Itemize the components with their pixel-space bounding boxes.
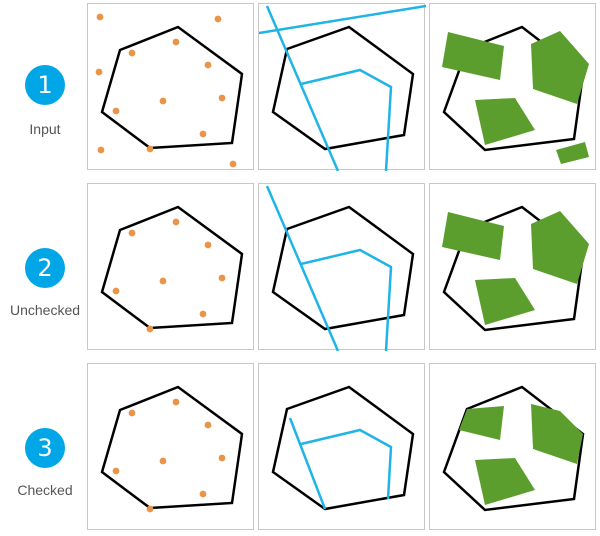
point-marker: [112, 107, 120, 115]
bent-line: [300, 248, 393, 351]
polygon-rectangle: [442, 212, 504, 260]
polygon-rectangle-clipped: [459, 406, 504, 440]
clip-polygon: [100, 385, 244, 510]
point-marker: [96, 13, 104, 21]
points-layer: [112, 398, 226, 513]
point-marker: [159, 457, 167, 465]
panel-input-lines: [258, 3, 426, 171]
clipped-bent-line: [300, 428, 393, 500]
point-marker: [218, 94, 226, 102]
polygon-small: [556, 142, 589, 164]
point-marker: [172, 38, 180, 46]
clip-polygon: [442, 385, 585, 512]
point-marker: [172, 218, 180, 226]
point-marker: [204, 241, 212, 249]
clip-polygon: [271, 385, 415, 511]
step-1-badge: 1: [25, 65, 65, 105]
clip-polygon: [442, 205, 585, 332]
polygon-pentagon: [531, 31, 589, 104]
clip-polygon: [271, 205, 415, 331]
long-line: [259, 4, 426, 35]
row-2-label: Unchecked: [9, 302, 81, 318]
clip-polygon: [100, 25, 244, 150]
panel-input-points: [87, 3, 254, 170]
clip-polygon: [100, 205, 244, 330]
diagonal-line: [265, 5, 340, 171]
point-marker: [128, 49, 136, 57]
point-marker: [229, 160, 237, 168]
point-marker: [112, 467, 120, 475]
point-marker: [146, 145, 154, 153]
point-marker: [95, 68, 103, 76]
point-marker: [214, 15, 222, 23]
clipped-diagonal-line: [288, 417, 327, 510]
diagonal-line: [265, 185, 340, 351]
point-marker: [199, 490, 207, 498]
point-marker: [146, 505, 154, 513]
clip-polygon: [271, 25, 415, 151]
panel-unchecked-polygons: [429, 183, 596, 350]
point-marker: [199, 130, 207, 138]
polygon-rectangle: [442, 32, 504, 80]
point-marker: [159, 97, 167, 105]
point-marker: [218, 274, 226, 282]
point-marker: [204, 61, 212, 69]
bent-line: [300, 68, 393, 171]
step-2-badge: 2: [25, 248, 65, 288]
point-marker: [112, 287, 120, 295]
row-3-label: Checked: [17, 482, 73, 498]
point-marker: [128, 229, 136, 237]
panel-unchecked-points: [87, 183, 254, 350]
points-layer: [95, 13, 237, 168]
row-1-label: Input: [29, 121, 61, 137]
point-marker: [204, 421, 212, 429]
step-3-badge: 3: [25, 428, 65, 468]
panel-checked-points: [87, 363, 254, 530]
point-marker: [218, 454, 226, 462]
point-marker: [146, 325, 154, 333]
panel-input-polygons: [429, 3, 596, 170]
clip-polygon: [442, 25, 585, 152]
polygon-pentagon-clipped: [531, 404, 583, 464]
polygon-quad: [475, 98, 535, 145]
point-marker: [159, 277, 167, 285]
panel-unchecked-lines: [258, 183, 425, 351]
point-marker: [199, 310, 207, 318]
polygon-pentagon: [531, 211, 589, 284]
panel-checked-polygons: [429, 363, 596, 530]
polygon-quad: [475, 278, 535, 325]
point-marker: [172, 398, 180, 406]
points-layer: [112, 218, 226, 333]
polygon-quad: [475, 458, 535, 505]
point-marker: [128, 409, 136, 417]
panel-checked-lines: [258, 363, 425, 530]
point-marker: [97, 146, 105, 154]
